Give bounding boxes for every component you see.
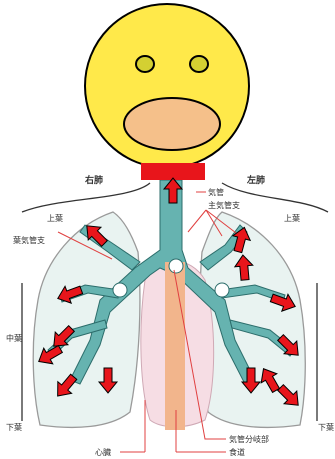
right-lung-bracket [22, 183, 150, 212]
label-middle-lobe: 中葉 [6, 333, 22, 343]
left-bronchus-ring [215, 283, 229, 297]
label-trachea: 気管 [208, 187, 224, 197]
face-group [85, 4, 249, 168]
label-lower-lobe-left: 下葉 [318, 422, 334, 432]
label-heart: 心臓 [95, 447, 111, 457]
label-upper-lobe-right: 上葉 [47, 213, 63, 223]
label-right-lung: 右肺 [84, 174, 103, 186]
label-esophagus: 食道 [229, 447, 245, 457]
right-lung [33, 212, 140, 427]
carina-ring [169, 259, 183, 273]
label-upper-lobe-left: 上葉 [284, 213, 300, 223]
left-eye [136, 56, 154, 72]
label-lower-lobe-right: 下葉 [6, 422, 22, 432]
esophagus [165, 262, 185, 430]
label-lobar-bronchus: 葉気管支 [13, 235, 45, 245]
right-bronchus-ring [113, 283, 127, 297]
label-carina: 気管分岐部 [229, 434, 269, 444]
label-main-bronchus: 主気管支 [208, 200, 240, 210]
label-left-lung: 左肺 [246, 174, 265, 186]
right-eye [190, 56, 208, 72]
mouth [124, 98, 220, 150]
